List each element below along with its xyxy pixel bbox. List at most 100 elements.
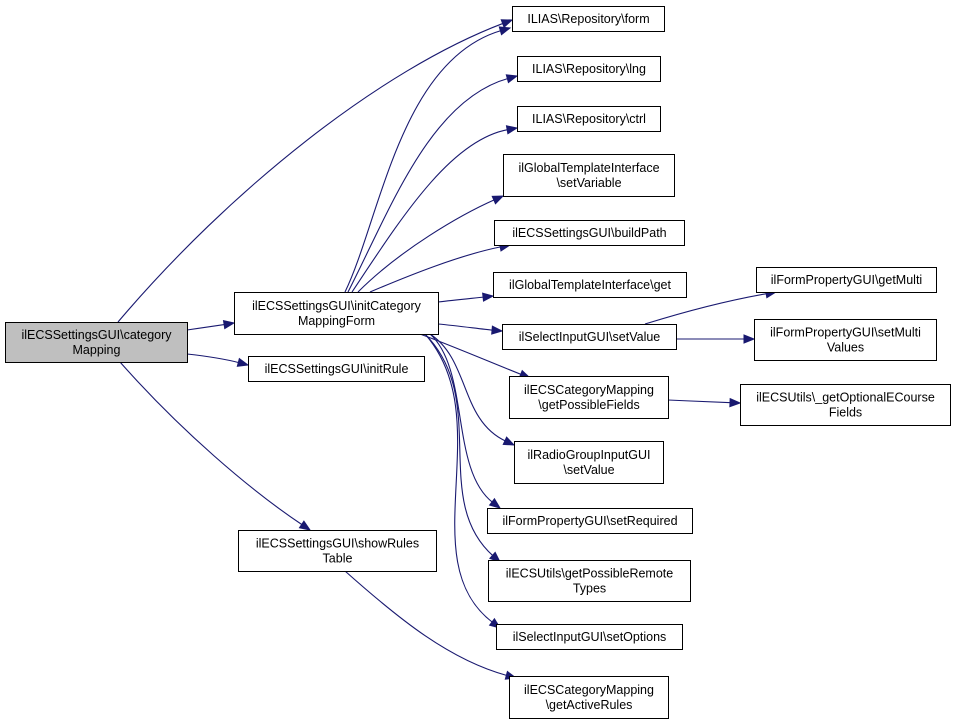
- edge-line: [437, 323, 494, 331]
- edge-line: [429, 333, 507, 442]
- edge-line: [344, 570, 508, 677]
- node-label: Types: [573, 582, 606, 596]
- nodes-layer: ilECSSettingsGUI\categoryMappingilECSSet…: [5, 6, 951, 719]
- edge-line: [369, 246, 502, 293]
- node-initRule[interactable]: ilECSSettingsGUI\initRule: [248, 356, 425, 382]
- node-label: ilECSSettingsGUI\showRules: [256, 537, 419, 551]
- node-form[interactable]: ILIAS\Repository\form: [512, 6, 665, 32]
- node-getMulti[interactable]: ilFormPropertyGUI\getMulti: [756, 267, 937, 293]
- node-label: ilECSCategoryMapping: [524, 683, 654, 697]
- edge-line: [644, 293, 768, 325]
- edge-line: [429, 333, 494, 503]
- node-label: ILIAS\Repository\lng: [532, 62, 646, 76]
- node-label: Table: [323, 552, 353, 566]
- node-lng[interactable]: ILIAS\Repository\lng: [517, 56, 661, 82]
- arrowhead-icon: [491, 195, 505, 205]
- node-label: ilECSSettingsGUI\category: [21, 328, 172, 342]
- edge-categoryMapping-to-form: [117, 19, 514, 323]
- edge-selSetValue-to-setMultiValues: [676, 334, 756, 344]
- node-label: ilECSSettingsGUI\initRule: [265, 362, 409, 376]
- node-setRequired[interactable]: ilFormPropertyGUI\setRequired: [487, 508, 693, 534]
- edge-categoryMapping-to-showRulesTable: [119, 361, 312, 531]
- node-label: \setValue: [563, 463, 614, 477]
- edge-line: [437, 296, 485, 303]
- edge-initCategoryMappingForm-to-tplGet: [437, 292, 495, 303]
- arrowhead-icon: [500, 19, 514, 29]
- node-buildPath[interactable]: ilECSSettingsGUI\buildPath: [494, 220, 685, 246]
- node-box: [234, 292, 439, 335]
- node-box: [740, 384, 951, 426]
- node-box: [517, 106, 661, 132]
- edge-categoryMapping-to-initRule: [186, 353, 250, 367]
- arrowhead-icon: [482, 292, 495, 302]
- arrowhead-icon: [743, 334, 756, 344]
- node-box: [248, 356, 425, 382]
- node-box: [494, 220, 685, 246]
- node-label: ilFormPropertyGUI\getMulti: [771, 273, 922, 287]
- edge-line: [424, 333, 494, 624]
- node-label: ilGlobalTemplateInterface\get: [509, 278, 671, 292]
- arrowhead-icon: [488, 497, 502, 509]
- node-tplGet[interactable]: ilGlobalTemplateInterface\get: [493, 272, 687, 298]
- edge-line: [419, 333, 522, 376]
- edge-categoryMapping-to-initCategoryMappingForm: [186, 319, 236, 331]
- node-label: \setVariable: [556, 176, 621, 190]
- edge-initCategoryMappingForm-to-setVariable: [357, 195, 505, 293]
- node-label: ilECSSettingsGUI\buildPath: [512, 226, 666, 240]
- edge-line: [357, 199, 495, 293]
- arrowhead-icon: [505, 125, 519, 135]
- arrowhead-icon: [729, 397, 742, 408]
- edge-line: [186, 323, 226, 331]
- node-label: ilFormPropertyGUI\setRequired: [502, 514, 677, 528]
- node-box: [503, 154, 675, 197]
- node-box: [514, 441, 664, 484]
- node-label: Mapping: [73, 343, 121, 357]
- arrowhead-icon: [502, 436, 516, 446]
- edge-initCategoryMappingForm-to-setRequired: [429, 333, 502, 509]
- node-label: ilECSCategoryMapping: [524, 383, 654, 397]
- edge-initCategoryMappingForm-to-lng: [347, 74, 519, 293]
- node-label: ilFormPropertyGUI\setMulti: [770, 326, 921, 340]
- edge-initCategoryMappingForm-to-selSetValue: [437, 323, 504, 335]
- edge-line: [347, 77, 509, 293]
- node-box: [509, 376, 669, 419]
- node-label: Fields: [829, 406, 862, 420]
- arrowhead-icon: [222, 319, 236, 330]
- edge-initCategoryMappingForm-to-radioSetValue: [429, 333, 516, 446]
- node-box: [5, 322, 188, 363]
- node-box: [756, 267, 937, 293]
- edge-line: [424, 333, 494, 557]
- node-label: \getActiveRules: [546, 698, 633, 712]
- node-radioSetValue[interactable]: ilRadioGroupInputGUI\setValue: [514, 441, 664, 484]
- node-label: ILIAS\Repository\form: [527, 12, 649, 26]
- node-box: [512, 6, 665, 32]
- node-getActiveRules[interactable]: ilECSCategoryMapping\getActiveRules: [509, 676, 669, 719]
- node-ctrl[interactable]: ILIAS\Repository\ctrl: [517, 106, 661, 132]
- edge-line: [117, 22, 504, 323]
- arrowhead-icon: [236, 357, 250, 367]
- node-label: ilSelectInputGUI\setValue: [519, 330, 661, 344]
- edge-initCategoryMappingForm-to-form: [344, 26, 512, 293]
- node-label: ILIAS\Repository\ctrl: [532, 112, 646, 126]
- node-label: ilSelectInputGUI\setOptions: [513, 630, 667, 644]
- edge-initCategoryMappingForm-to-buildPath: [369, 242, 512, 293]
- edge-line: [344, 29, 502, 293]
- node-selSetValue[interactable]: ilSelectInputGUI\setValue: [502, 324, 677, 350]
- node-label: ilECSUtils\_getOptionalECourse: [756, 391, 935, 405]
- node-label: Values: [827, 341, 864, 355]
- edge-line: [667, 399, 732, 404]
- node-label: ilECSSettingsGUI\initCategory: [252, 299, 422, 313]
- arrowhead-icon: [298, 520, 312, 531]
- node-box: [754, 319, 937, 361]
- node-setOptions[interactable]: ilSelectInputGUI\setOptions: [496, 624, 683, 650]
- node-setVariable[interactable]: ilGlobalTemplateInterface\setVariable: [503, 154, 675, 197]
- node-getPossibleFields[interactable]: ilECSCategoryMapping\getPossibleFields: [509, 376, 669, 419]
- node-box: [238, 530, 437, 572]
